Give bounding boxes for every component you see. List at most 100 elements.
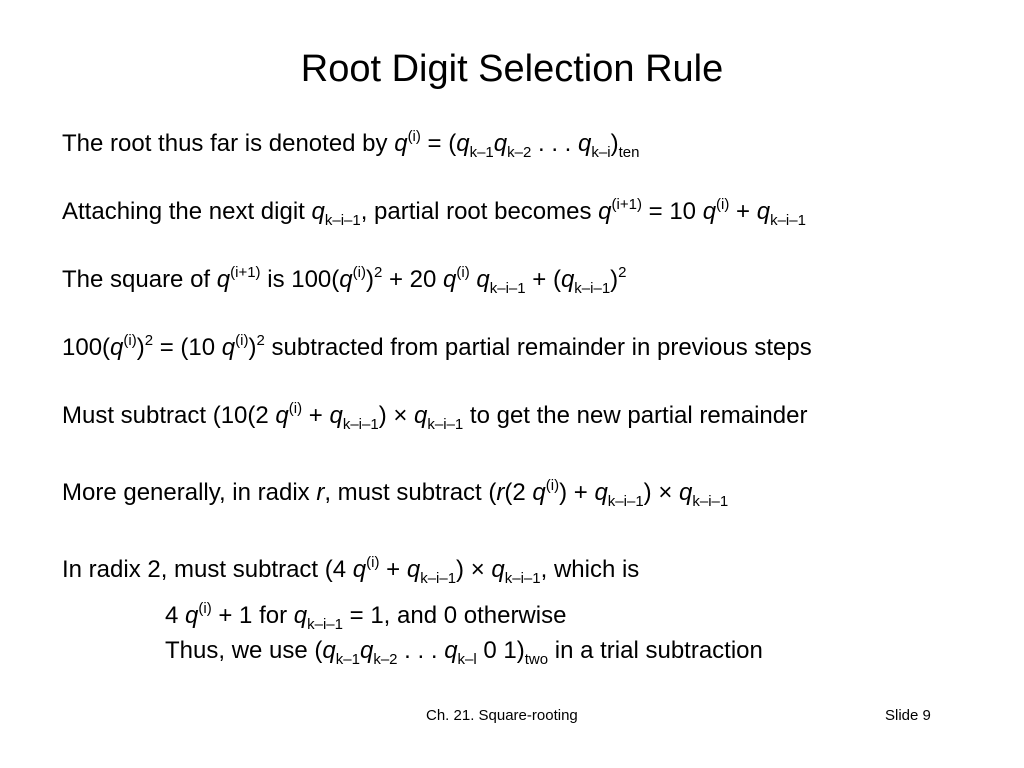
text-run: is 100( (260, 266, 340, 293)
superscript: 2 (256, 332, 265, 349)
subscript: k–i–1 (574, 280, 611, 297)
math-variable: q (491, 556, 505, 583)
math-variable: q (329, 402, 343, 429)
text-run: ) × (643, 479, 679, 506)
text-run: = 10 (641, 198, 703, 225)
math-variable: q (352, 556, 367, 583)
subscript: k–i–1 (307, 616, 343, 633)
text-run: In radix 2, must subtract (4 (62, 556, 353, 583)
text-run: subtracted from partial remainder in pre… (264, 334, 812, 361)
text-line-3: The square of q(i+1) is 100(q(i))2 + 20 … (62, 264, 627, 296)
math-variable: q (598, 198, 612, 225)
text-line-5: Must subtract (10(2 q(i) + qk–i–1) × qk–… (62, 400, 807, 432)
subscript: ten (618, 144, 640, 161)
text-run: ) (136, 334, 145, 361)
math-variable: q (414, 402, 428, 429)
text-run: Must subtract (10(2 (62, 402, 276, 429)
text-run: = 1, and 0 otherwise (342, 602, 567, 629)
math-variable: q (359, 637, 374, 664)
text-run: = ( (420, 130, 457, 157)
math-variable: q (221, 334, 236, 361)
subscript: k–i–1 (427, 416, 464, 433)
text-run: Attaching the next digit (62, 198, 312, 225)
text-run: + 1 for (211, 602, 294, 629)
text-run: to get the new partial remainder (463, 402, 808, 429)
math-variable: q (311, 198, 325, 225)
math-variable: q (339, 266, 353, 293)
text-run: More generally, in radix (62, 479, 317, 506)
math-variable: q (476, 266, 490, 293)
text-run: , partial root becomes (360, 198, 599, 225)
text-run: ) (365, 266, 374, 293)
math-variable: q (110, 334, 124, 361)
text-line-4: 100(q(i))2 = (10 q(i))2 subtracted from … (62, 332, 812, 364)
text-run: The root thus far is denoted by (62, 130, 395, 157)
subscript: k–i–1 (692, 493, 729, 510)
subscript: k–2 (373, 651, 398, 668)
math-variable: q (679, 479, 693, 506)
superscript: (i) (235, 332, 249, 349)
superscript: (i) (456, 264, 470, 281)
math-variable: q (444, 637, 458, 664)
subscript: k–i–1 (770, 212, 806, 229)
text-run: (2 (504, 479, 533, 506)
text-line-9: Thus, we use (qk–1qk–2 . . . qk–l 0 1)tw… (165, 635, 763, 667)
text-run: = (10 (153, 334, 222, 361)
text-run: Thus, we use ( (165, 637, 323, 664)
math-variable: q (594, 479, 608, 506)
text-run: . . . (397, 637, 445, 664)
superscript: (i) (352, 264, 366, 281)
text-run: + (379, 556, 407, 583)
subscript: k–i (591, 144, 611, 161)
text-run: + ( (525, 266, 561, 293)
text-run: ) × (456, 556, 492, 583)
text-run: ) (248, 334, 257, 361)
superscript: (i) (123, 332, 137, 349)
text-run: 4 (165, 602, 186, 629)
subscript: k–i–1 (489, 280, 526, 297)
subscript: k–1 (469, 144, 494, 161)
math-variable: q (702, 198, 717, 225)
math-variable: q (406, 556, 421, 583)
text-run: 0 1) (476, 637, 525, 664)
text-run: , must subtract ( (324, 479, 497, 506)
subscript: k–1 (335, 651, 360, 668)
superscript: (i+1) (230, 264, 261, 281)
subscript: k–2 (507, 144, 532, 161)
subscript: two (524, 651, 549, 668)
superscript: 2 (373, 264, 383, 281)
subscript: k–l (457, 651, 477, 668)
text-run: + (729, 198, 757, 225)
subscript: k–i–1 (420, 570, 457, 587)
text-run: ) (610, 266, 619, 293)
text-line-6: More generally, in radix r, must subtrac… (62, 477, 728, 509)
superscript: (i) (288, 400, 303, 417)
math-variable: q (275, 402, 289, 429)
text-run: + (302, 402, 330, 429)
superscript: 2 (144, 332, 154, 349)
math-variable: q (216, 266, 231, 293)
text-run: ) × (378, 402, 415, 429)
math-variable: q (293, 602, 308, 629)
superscript: (i) (545, 477, 560, 494)
math-variable: q (456, 130, 470, 157)
text-line-7: In radix 2, must subtract (4 q(i) + qk–i… (62, 554, 639, 586)
text-run: + 20 (382, 266, 444, 293)
text-run: ) + (559, 479, 595, 506)
subscript: k–i–1 (607, 493, 644, 510)
text-line-8: 4 q(i) + 1 for qk–i–1 = 1, and 0 otherwi… (165, 600, 566, 632)
superscript: (i) (198, 600, 212, 617)
slide-title: Root Digit Selection Rule (300, 48, 724, 90)
math-variable: q (493, 130, 508, 157)
text-run: The square of (62, 266, 217, 293)
math-variable: q (532, 479, 546, 506)
footer-chapter: Ch. 21. Square-rooting (426, 707, 578, 724)
text-run: in a trial subtraction (548, 637, 763, 664)
superscript: (i) (716, 196, 730, 213)
text-run: ) (610, 130, 619, 157)
superscript: 2 (618, 264, 627, 281)
math-variable: q (443, 266, 457, 293)
subscript: k–i–1 (504, 570, 541, 587)
math-variable: q (185, 602, 199, 629)
